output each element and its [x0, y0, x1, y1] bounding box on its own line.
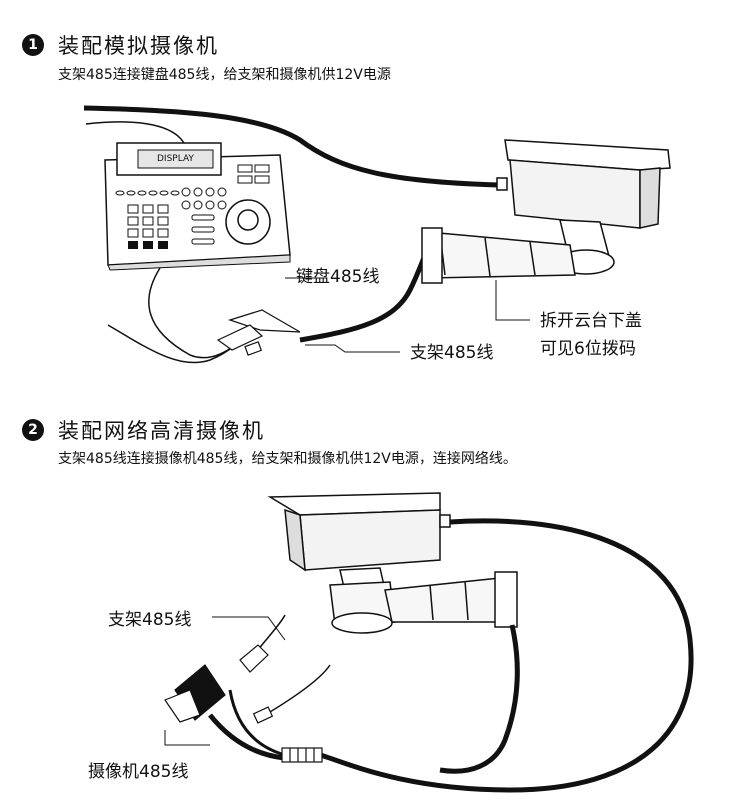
keyboard-cable-top [85, 121, 186, 146]
label-bracket-485: 支架485线 [410, 343, 494, 363]
step-1-badge: 1 [22, 34, 44, 56]
inline-coupler [281, 747, 323, 763]
display-screen [137, 149, 214, 169]
leader-dip [495, 280, 530, 321]
label-bracket-485-2: 支架485线 [108, 610, 192, 630]
joystick-knob [237, 209, 259, 231]
bracket-thick-cable [439, 624, 520, 774]
step-2-header: 2 装配网络高清摄像机 [22, 415, 265, 445]
leader-bracket [305, 344, 400, 353]
step-1-description: 支架485连接键盘485线，给支架和摄像机供12V电源 [58, 67, 391, 83]
network-connectors [164, 644, 323, 763]
step-2-description: 支架485线连接摄像机485线，给支架和摄像机供12V电源，连接网络线。 [58, 451, 517, 467]
bracket-cable [299, 243, 433, 343]
step-1-title: 装配模拟摄像机 [58, 34, 219, 58]
leader-camera-2 [164, 730, 210, 746]
label-dip-line2: 可见6位拨码 [540, 339, 636, 359]
label-dip-line1: 拆开云台下盖 [540, 311, 642, 331]
wire-connectors [216, 309, 301, 356]
power-cable [83, 105, 501, 188]
analog-camera [421, 139, 671, 284]
analog-camera-diagram [83, 105, 671, 364]
step-2-title: 装配网络高清摄像机 [58, 419, 265, 443]
network-camera [267, 492, 518, 634]
keyboard-display-text: DISPLAY [157, 154, 194, 164]
network-power-cable [319, 518, 694, 793]
leader-bracket-2 [212, 616, 286, 641]
keyboard-controller [104, 142, 291, 271]
label-keyboard-485: 键盘485线 [296, 267, 380, 287]
label-camera-485: 摄像机485线 [88, 762, 189, 782]
bundle-cable [208, 713, 286, 761]
step-1-header: 1 装配模拟摄像机 [22, 30, 219, 60]
step-2-badge: 2 [22, 419, 44, 441]
